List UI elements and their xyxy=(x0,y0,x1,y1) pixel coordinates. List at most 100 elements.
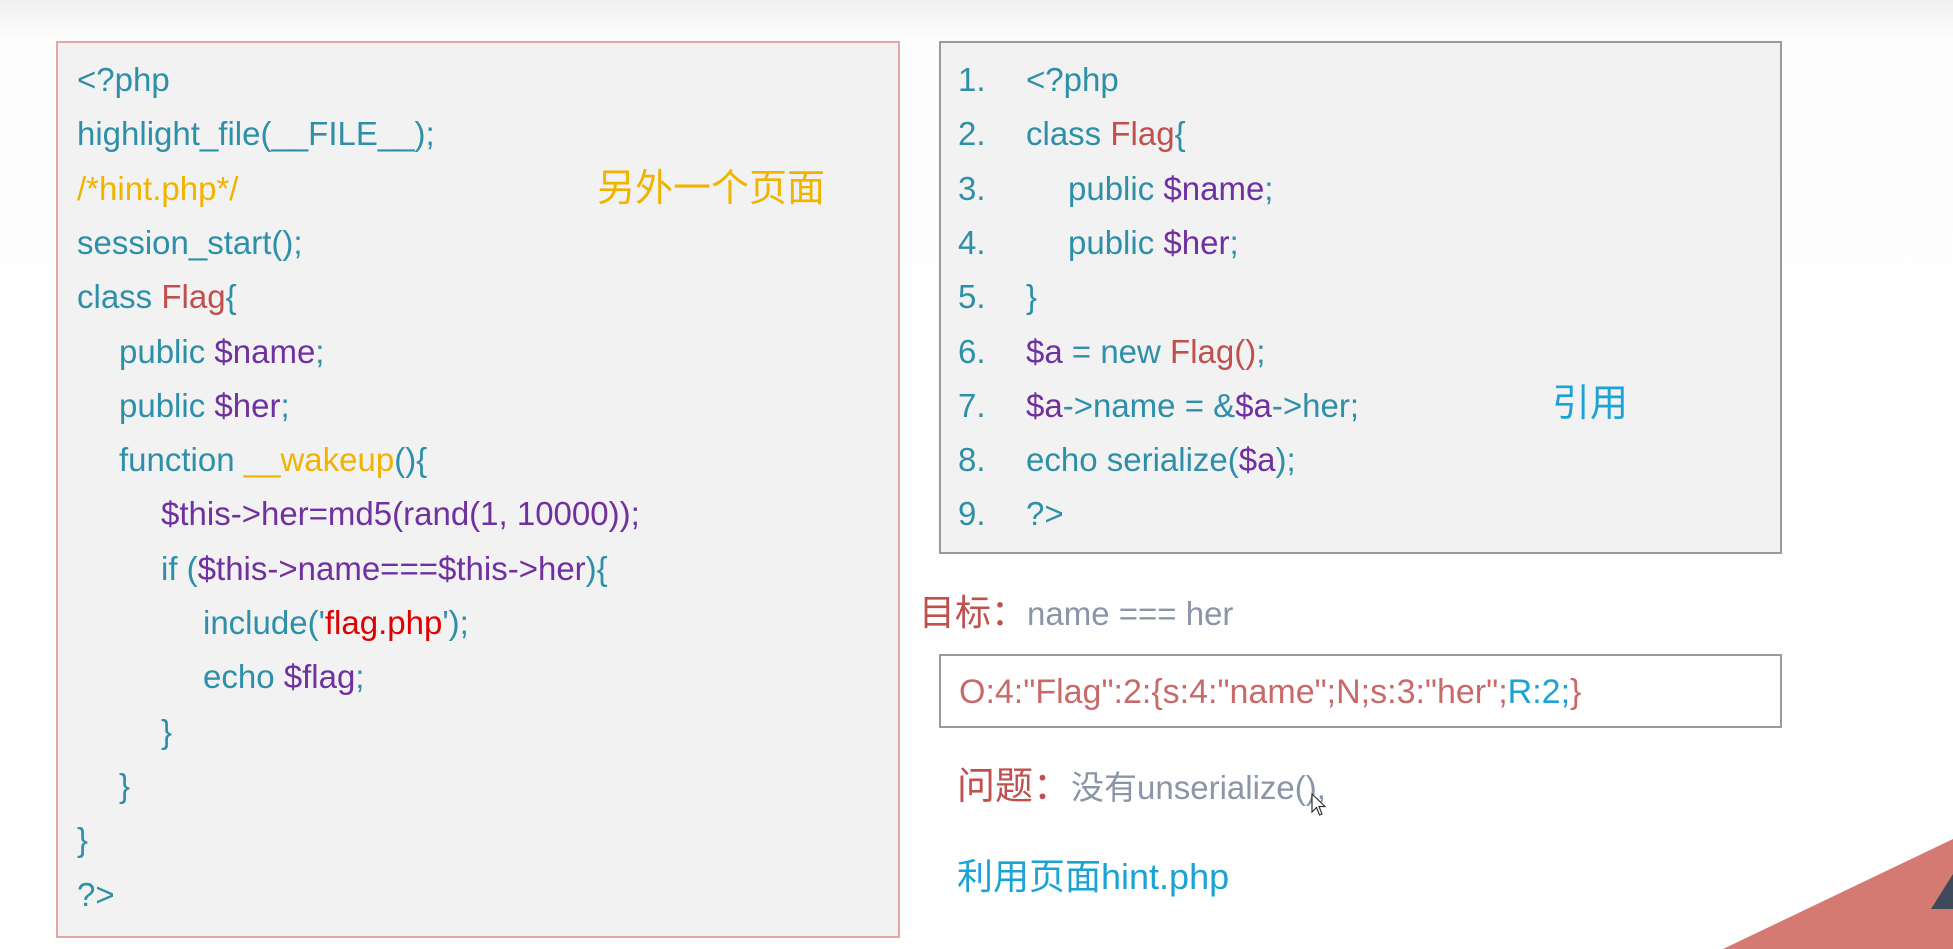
reference-note: 引用 xyxy=(1552,383,1629,425)
other-page-note: 另外一个页面 xyxy=(597,168,826,210)
code-line: session_start(); xyxy=(77,223,303,263)
code-token: ->her; xyxy=(1271,386,1359,424)
code-token: ); xyxy=(1275,441,1296,479)
line-number: 3. xyxy=(958,169,986,207)
code-line: include('flag.php'); xyxy=(77,603,469,643)
line-number: 8. xyxy=(958,441,986,479)
problem-line: 问题：没有unserialize(), xyxy=(957,765,1326,810)
code-token: Flag() xyxy=(1170,332,1257,370)
code-token: ?> xyxy=(77,875,115,913)
code-line: public $name; xyxy=(77,332,324,372)
code-line: ?> xyxy=(77,875,115,915)
code-token: session_start(); xyxy=(77,223,303,261)
code-token: (){ xyxy=(394,441,428,479)
code-line: highlight_file(__FILE__); xyxy=(77,114,435,154)
code-token: public xyxy=(119,386,215,424)
code-line: } xyxy=(77,820,88,860)
code-token: $name xyxy=(1163,169,1265,207)
code-token: '); xyxy=(442,604,469,641)
code-token: <?php xyxy=(1026,61,1119,98)
code-line: echo $flag; xyxy=(77,657,364,697)
code-token: ?> xyxy=(1026,495,1064,533)
code-line: public $her; xyxy=(77,386,290,426)
code-token: echo serialize( xyxy=(1026,441,1239,479)
code-token: } xyxy=(1026,278,1038,316)
code-token: $a xyxy=(1235,386,1272,424)
goal-line: 目标：name === her xyxy=(919,592,1233,635)
code-token: public xyxy=(119,332,215,370)
code-token: ; xyxy=(1229,223,1239,261)
serialized-end: } xyxy=(1570,673,1582,711)
code-line: if ($this->name===$this->her){ xyxy=(77,549,608,589)
code-token: $name xyxy=(214,332,316,370)
php-source-panel xyxy=(56,41,900,938)
line-number: 2. xyxy=(958,115,986,153)
problem-text: 没有unserialize(), xyxy=(1071,769,1326,806)
code-token: ->name = & xyxy=(1062,386,1236,424)
code-token: ; xyxy=(1256,332,1266,370)
serialized-reference: R:2; xyxy=(1507,673,1571,711)
code-token: { xyxy=(225,278,237,316)
code-token: = new xyxy=(1062,332,1171,370)
code-token: Flag xyxy=(161,278,226,316)
code-token: Flag xyxy=(1110,115,1175,153)
code-token: } xyxy=(77,821,89,859)
line-number: 4. xyxy=(958,223,986,261)
code-token: ){ xyxy=(585,549,608,587)
code-token: echo xyxy=(203,658,284,696)
code-token: { xyxy=(1174,115,1186,153)
goal-label: 目标： xyxy=(919,592,1028,633)
code-line: } xyxy=(77,766,130,806)
code-token: $a xyxy=(1238,441,1276,479)
code-token: $this->her=md5(rand(1, 10000)); xyxy=(161,495,640,533)
code-token: public xyxy=(1068,223,1164,261)
code-token: <?php xyxy=(77,61,170,98)
problem-label: 问题： xyxy=(957,766,1072,808)
code-token: flag.php xyxy=(324,604,443,641)
code-token: } xyxy=(119,766,131,804)
code-line: 4. public $her; xyxy=(958,223,1239,263)
code-token: ; xyxy=(315,332,325,370)
code-token: highlight_file(__FILE__); xyxy=(77,115,435,153)
code-token: ; xyxy=(1264,169,1274,207)
code-line: $this->her=md5(rand(1, 10000)); xyxy=(77,494,640,534)
code-line: 8. echo serialize($a); xyxy=(958,440,1296,480)
code-token: class xyxy=(1026,115,1111,153)
code-line: function __wakeup(){ xyxy=(77,440,427,480)
code-line: class Flag{ xyxy=(77,277,237,317)
goal-text: name === her xyxy=(1027,595,1234,632)
code-token: $her xyxy=(1163,223,1230,261)
code-line: 3. public $name; xyxy=(958,169,1273,209)
code-line: 1. <?php xyxy=(958,60,1119,100)
line-number: 5. xyxy=(958,278,986,316)
serialized-string-box: O:4:"Flag":2:{s:4:"name";N;s:3:"her";R:2… xyxy=(939,654,1782,728)
serialized-main: O:4:"Flag":2:{s:4:"name";N;s:3:"her"; xyxy=(959,673,1508,711)
line-number: 6. xyxy=(958,332,986,370)
decorative-triangle xyxy=(1723,839,1953,949)
code-token: ; xyxy=(355,658,365,696)
code-line: <?php xyxy=(77,60,170,100)
mouse-cursor-icon xyxy=(1311,793,1327,816)
code-token: include(' xyxy=(203,604,325,641)
use-hint-page: 利用页面hint.php xyxy=(957,856,1230,897)
code-token: $this->name===$this->her xyxy=(197,549,586,587)
code-token: if ( xyxy=(161,549,198,587)
code-line: /*hint.php*/ xyxy=(77,169,238,209)
code-token: class xyxy=(77,278,162,316)
code-line: } xyxy=(77,712,172,752)
code-line: 7.$a->name = &$a->her; xyxy=(958,386,1359,426)
code-line: 9. ?> xyxy=(958,494,1064,534)
reference-example-panel xyxy=(939,41,1782,554)
line-number: 1. xyxy=(958,61,986,98)
code-line: 6. $a = new Flag(); xyxy=(958,332,1265,372)
code-token: function xyxy=(119,441,244,479)
code-token: } xyxy=(161,712,173,750)
code-token: $flag xyxy=(283,658,356,696)
line-number: 9. xyxy=(958,495,986,533)
code-token: /*hint.php*/ xyxy=(77,169,239,207)
code-token: $a xyxy=(1026,332,1063,370)
line-number: 7. xyxy=(958,386,986,424)
code-token: public xyxy=(1068,169,1164,207)
code-line: 5.} xyxy=(958,277,1037,317)
code-token: $a xyxy=(1026,386,1063,424)
